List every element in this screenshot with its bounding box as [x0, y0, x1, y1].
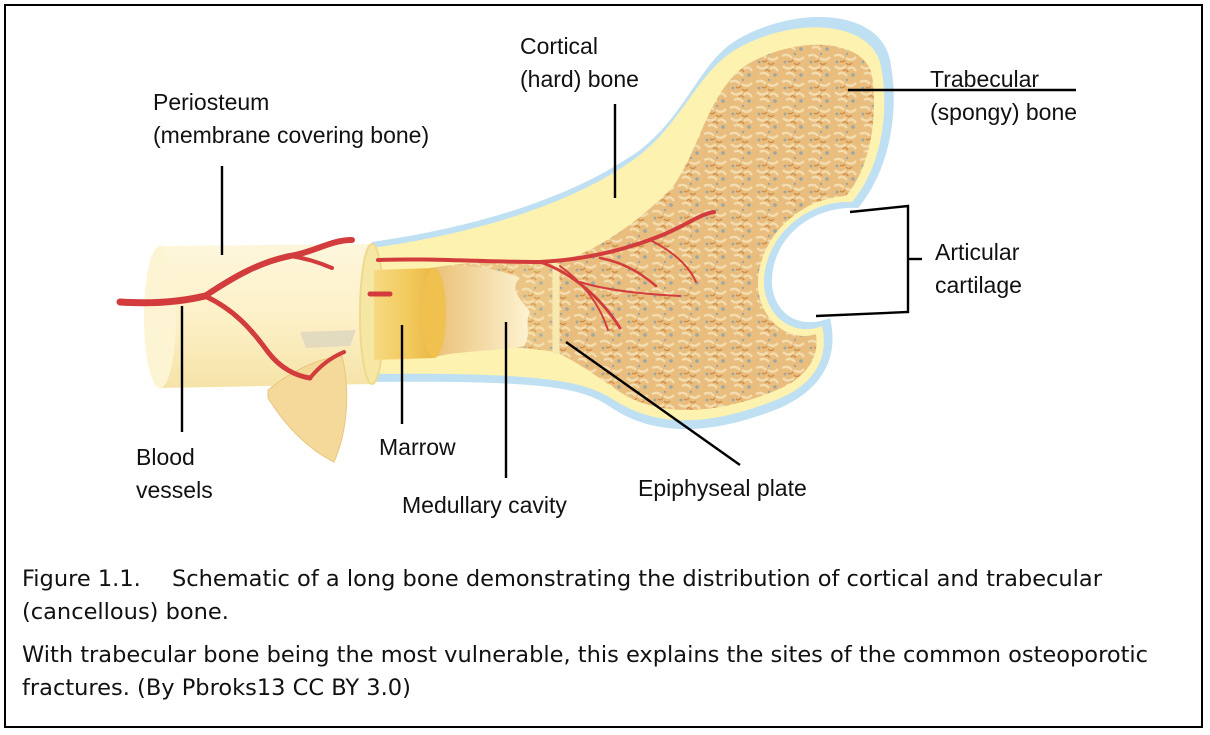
- label-marrow: Marrow: [379, 431, 456, 464]
- label-epiphyseal-plate: Epiphyseal plate: [638, 472, 807, 505]
- label-blood-vessels: Blood vessels: [136, 441, 213, 507]
- label-medullary-cavity: Medullary cavity: [402, 489, 567, 522]
- shaft-shadow: [300, 330, 356, 348]
- caption-paragraph: With trabecular bone being the most vuln…: [22, 639, 1182, 705]
- label-blood-line1: Blood: [136, 441, 213, 474]
- label-articular-line1: Articular: [935, 236, 1022, 269]
- label-periosteum-line1: Periosteum: [153, 86, 429, 119]
- label-cortical-line1: Cortical: [520, 30, 639, 63]
- figure-caption: Figure 1.1.Schematic of a long bone demo…: [22, 563, 1182, 629]
- label-cortical-line2: (hard) bone: [520, 63, 639, 96]
- label-cortical-bone: Cortical (hard) bone: [520, 30, 639, 96]
- label-trabecular-line2: (spongy) bone: [930, 96, 1077, 129]
- label-trabecular-line1: Trabecular: [930, 63, 1077, 96]
- label-trabecular-bone: Trabecular (spongy) bone: [930, 63, 1077, 129]
- label-blood-line2: vessels: [136, 474, 213, 507]
- shaft-end: [144, 246, 176, 388]
- label-articular-cartilage: Articular cartilage: [935, 236, 1022, 302]
- figure-number: Figure 1.1.: [22, 563, 172, 596]
- figure-caption-text: Schematic of a long bone demonstrating t…: [22, 566, 1102, 625]
- marrow-end: [422, 268, 446, 358]
- label-periosteum-line2: (membrane covering bone): [153, 119, 429, 152]
- label-articular-line2: cartilage: [935, 269, 1022, 302]
- label-periosteum: Periosteum (membrane covering bone): [153, 86, 429, 152]
